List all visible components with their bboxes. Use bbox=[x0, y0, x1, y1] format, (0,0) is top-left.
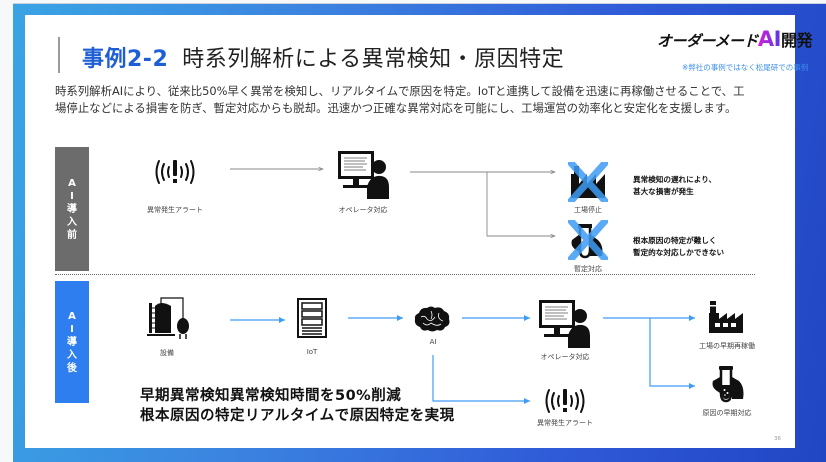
band-char: A bbox=[68, 177, 76, 189]
factory-icon bbox=[709, 301, 743, 333]
reason-line: 暫定的な対応しかできない bbox=[633, 248, 725, 257]
reason-temp-fix: 根本原因の特定が難しく 暫定的な対応しかできない bbox=[633, 235, 724, 259]
test-tube-icon bbox=[568, 220, 608, 260]
disclaimer-note: ※弊社の事例ではなく松尾研での事例 bbox=[682, 63, 809, 72]
title-text: 時系列解析による異常検知・原因特定 bbox=[182, 47, 565, 72]
arrow-operator-to-temp bbox=[486, 172, 555, 236]
brain-icon bbox=[414, 306, 450, 332]
after-operator-label: オペレータ対応 bbox=[540, 353, 590, 361]
reason-factory-stop: 異常検知の遅れにより、 甚大な損害が発生 bbox=[633, 174, 716, 198]
after-ai-band: A I 導 入 後 bbox=[55, 281, 89, 403]
operator-computer-icon bbox=[539, 300, 590, 348]
page-title: 事例2-2 時系列解析による異常検知・原因特定 bbox=[82, 41, 564, 73]
case-label: 事例2-2 bbox=[82, 47, 169, 72]
page-number: 36 bbox=[774, 436, 781, 442]
after-alert-label: 異常発生アラート bbox=[537, 419, 593, 427]
band-char: 導 bbox=[67, 336, 77, 348]
before-operator-label: オペレータ対応 bbox=[338, 206, 388, 214]
result-highlights: 早期異常検知異常検知時間を50%削減 根本原因の特定リアルタイムで原因特定を実現 bbox=[140, 386, 455, 426]
logo-suffix: 開発 bbox=[780, 31, 813, 50]
before-factory-stop-label: 工場停止 bbox=[574, 206, 602, 214]
logo: オーダーメードAI開発 bbox=[657, 27, 813, 51]
description: 時系列解析AIにより、従来比50%早く異常を検知し、リアルタイムで原因を特定。I… bbox=[55, 84, 745, 115]
arrow-operator-to-rootcause bbox=[649, 318, 695, 389]
band-char: I bbox=[70, 323, 74, 335]
after-root-cause-label: 原因の早期対応 bbox=[702, 409, 752, 417]
flow-connectors bbox=[230, 15, 695, 404]
reason-line: 根本原因の特定が難しく bbox=[633, 236, 717, 245]
before-arrows bbox=[230, 169, 555, 236]
band-char: 導 bbox=[67, 203, 77, 215]
equipment-tank-icon bbox=[147, 297, 189, 339]
band-char: A bbox=[68, 310, 76, 322]
test-tube-icon bbox=[712, 366, 744, 403]
highlight-line: 早期異常検知異常検知時間を50%削減 bbox=[140, 388, 402, 404]
arrow-ai-to-alert bbox=[432, 355, 530, 404]
before-ai-band: A I 導 入 前 bbox=[55, 147, 89, 271]
after-factory-restart-label: 工場の早期再稼働 bbox=[699, 342, 755, 350]
section-divider bbox=[55, 274, 755, 275]
band-char: 前 bbox=[67, 229, 77, 241]
reason-line: 甚大な損害が発生 bbox=[633, 187, 694, 196]
after-arrows bbox=[230, 315, 695, 404]
alert-signal-icon bbox=[155, 160, 195, 184]
before-alert-label: 異常発生アラート bbox=[147, 206, 203, 214]
factory-icon bbox=[568, 162, 608, 202]
band-char: 後 bbox=[67, 362, 77, 374]
logo-ai: AI bbox=[757, 27, 782, 51]
logo-text: オーダーメード bbox=[657, 32, 758, 50]
alert-signal-icon bbox=[545, 389, 585, 413]
after-ai-label: AI bbox=[429, 338, 437, 346]
operator-computer-icon bbox=[338, 151, 389, 199]
reason-line: 異常検知の遅れにより、 bbox=[633, 175, 717, 184]
band-char: 入 bbox=[67, 349, 77, 361]
before-temp-fix-label: 暫定対応 bbox=[574, 265, 602, 273]
band-char: 入 bbox=[67, 216, 77, 228]
server-icon bbox=[297, 298, 327, 338]
after-equipment-label: 設備 bbox=[160, 349, 174, 357]
title-accent-bar bbox=[58, 37, 60, 73]
highlight-line: 根本原因の特定リアルタイムで原因特定を実現 bbox=[140, 408, 455, 424]
after-iot-label: IoT bbox=[306, 348, 318, 356]
band-char: I bbox=[70, 190, 74, 202]
